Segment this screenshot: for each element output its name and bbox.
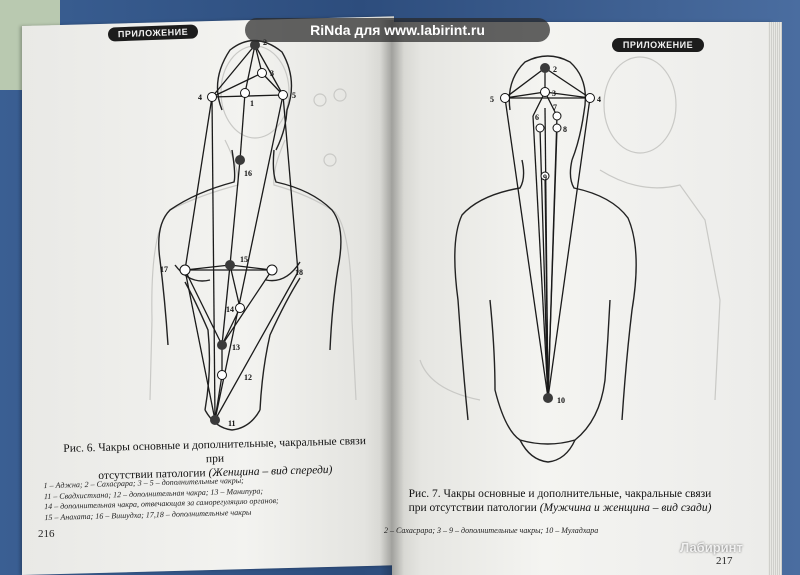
chakra-label-3: 3	[552, 89, 556, 98]
chakra-label-18: 18	[295, 268, 303, 277]
chakra-label-6: 6	[535, 113, 539, 122]
chakra-12	[217, 370, 227, 380]
chakra-4	[207, 92, 217, 102]
chakra-15	[225, 260, 235, 270]
right-legend: 2 – Сахасрара; 3 – 9 – дополнительные ча…	[384, 526, 599, 535]
left-page-number: 216	[38, 528, 55, 540]
right-caption-line1: Рис. 7. Чакры основные и дополнительные,…	[408, 488, 712, 500]
chakra-label-3: 3	[270, 69, 274, 78]
chakra-label-9: 9	[543, 173, 547, 182]
chakra-label-16: 16	[244, 169, 252, 178]
chakra-label-14: 14	[226, 305, 234, 314]
right-caption-italic: (Мужчина и женщина – вид сзади)	[539, 502, 712, 514]
chakra-label-15: 15	[240, 255, 248, 264]
chakra-13	[217, 340, 227, 350]
chakra-label-2: 2	[263, 38, 267, 47]
right-caption-line2-text: при отсутствии патологии	[408, 502, 537, 514]
chakra-label-17: 17	[160, 265, 168, 274]
right-figure-caption: Рис. 7. Чакры основные и дополнительные,…	[380, 487, 740, 515]
chakra-11	[210, 415, 220, 425]
watermark-label: RiNda для www.labirint.ru	[245, 18, 550, 42]
chakra-label-5: 5	[490, 95, 494, 104]
chakra-connections	[184, 44, 299, 421]
chakra-14	[235, 303, 245, 313]
chakra-4	[585, 93, 595, 103]
chakra-6	[535, 123, 545, 133]
chakra-17	[179, 264, 191, 276]
chakra-label-2: 2	[553, 65, 557, 74]
chakra-18	[266, 264, 278, 276]
chakra-2	[540, 63, 550, 73]
chakra-7	[552, 111, 562, 121]
right-page-number: 217	[716, 555, 733, 567]
chakra-9	[540, 171, 550, 181]
page-edges	[768, 22, 782, 575]
labirint-logo: Лабиринт	[680, 540, 743, 555]
chakra-label-4: 4	[198, 93, 202, 102]
body-outline	[454, 55, 637, 463]
left-legend: 1 – Аджна; 2 – Сахасрара; 3 – 5 – дополн…	[43, 475, 284, 523]
book-gutter	[380, 20, 404, 575]
chakra-2	[250, 40, 260, 50]
chakra-label-7: 7	[553, 103, 557, 112]
chakra-8	[552, 123, 562, 133]
chakra-5	[500, 93, 510, 103]
right-page	[392, 22, 770, 575]
chakra-label-5: 5	[292, 91, 296, 100]
right-page-header: ПРИЛОЖЕНИЕ	[612, 38, 704, 52]
chakra-labels: 2 5 3 4 6 7 8 9 10	[490, 65, 601, 405]
chakra-label-4: 4	[597, 95, 601, 104]
chakra-label-8: 8	[563, 125, 567, 134]
chakra-10	[543, 393, 553, 403]
right-caption-line2: при отсутствии патологии (Мужчина и женщ…	[380, 501, 740, 515]
chakra-label-11: 11	[228, 419, 236, 428]
chakra-16	[235, 155, 245, 165]
chakra-label-1: 1	[250, 99, 254, 108]
chakra-connections	[504, 67, 591, 399]
chakra-points	[500, 63, 595, 403]
chakra-label-13: 13	[232, 343, 240, 352]
chakra-label-10: 10	[557, 396, 565, 405]
chakra-label-12: 12	[244, 373, 252, 382]
chakra-3	[257, 68, 267, 78]
chakra-1	[240, 88, 250, 98]
faint-body-outline	[419, 56, 721, 401]
chakra-5	[278, 90, 288, 100]
chakra-labels: 2 3 4 1 5 16 15 17 18 14 13 12 11	[160, 38, 303, 428]
body-outline	[158, 39, 342, 431]
chakra-3	[540, 87, 550, 97]
chakra-points	[179, 40, 288, 425]
